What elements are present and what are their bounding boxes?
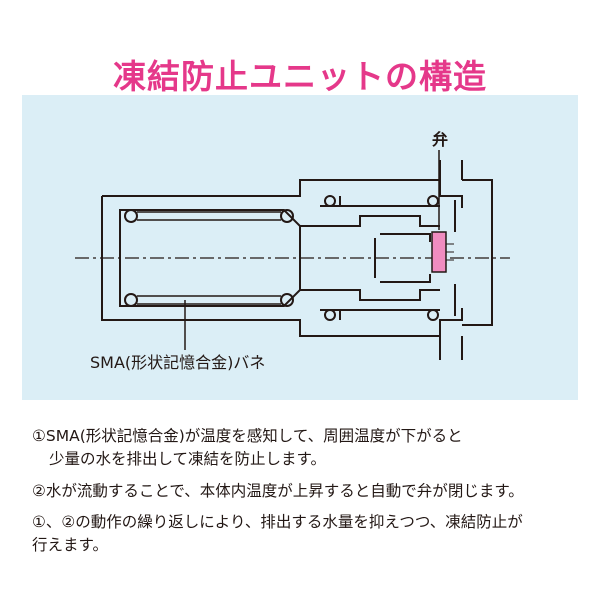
- spring-coil: [324, 195, 336, 207]
- spring-coil: [124, 293, 138, 307]
- note-2: ②水が流動することで、本体内温度が上昇すると自動で弁が閉じます。: [32, 480, 524, 503]
- note-3: ①、②の動作の繰り返しにより、排出する水量を抑えつつ、凍結防止が 行えます。: [32, 511, 523, 557]
- spring-coil: [427, 309, 439, 321]
- spring-coil: [280, 209, 294, 223]
- spring-coil: [427, 195, 439, 207]
- fitting-outline: [462, 179, 493, 326]
- note-3-line-2: 行えます。: [32, 536, 108, 554]
- cylinder: [300, 215, 440, 301]
- spring-coil: [280, 293, 294, 307]
- spring-coil: [324, 309, 336, 321]
- piston: [380, 233, 431, 283]
- note-1-line-2: 少量の水を排出して凍結を防止します。: [49, 450, 326, 468]
- note-1-line-1: ①SMA(形状記憶合金)が温度を感知して、周囲温度が下がると: [32, 427, 463, 445]
- spring-coil: [124, 209, 138, 223]
- note-1: ①SMA(形状記憶合金)が温度を感知して、周囲温度が下がると 少量の水を排出して…: [32, 425, 463, 471]
- note-2-line-1: ②水が流動することで、本体内温度が上昇すると自動で弁が閉じます。: [32, 482, 524, 500]
- note-3-line-1: ①、②の動作の繰り返しにより、排出する水量を抑えつつ、凍結防止が: [32, 513, 523, 531]
- valve: [431, 231, 447, 273]
- spring-label: SMA(形状記憶合金)バネ: [90, 353, 265, 372]
- page-title: 凍結防止ユニットの構造: [113, 57, 487, 96]
- valve-label: 弁: [432, 130, 448, 149]
